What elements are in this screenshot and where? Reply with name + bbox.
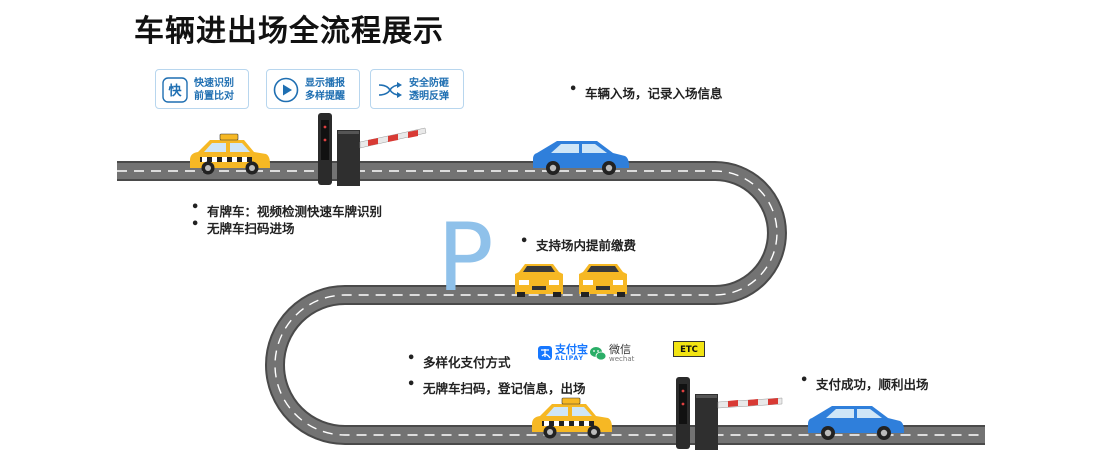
- entry-gate: [318, 113, 427, 186]
- feature-fast-recognition: 快 快速识别 前置比对: [155, 69, 249, 109]
- feature-text: 快速识别 前置比对: [194, 77, 234, 103]
- parked-taxi-1: [515, 264, 563, 297]
- feature-line: 快速识别: [194, 78, 234, 89]
- parking-letter: P: [437, 204, 494, 313]
- feature-line: 显示播报: [305, 78, 345, 89]
- feature-line: 透明反弹: [409, 91, 449, 102]
- step-plate-detect: 有牌车：视频检测快速车牌识别: [191, 200, 382, 220]
- shuffle-icon: [378, 82, 402, 98]
- alipay-icon: [538, 346, 552, 360]
- feature-anti-smash: 安全防砸 透明反弹: [370, 69, 464, 109]
- alipay-label: 支付宝 ALIPAY: [555, 344, 588, 363]
- alipay-sub: ALIPAY: [555, 355, 584, 362]
- taxi-entering: [190, 133, 270, 175]
- taxi-exiting: [532, 397, 612, 439]
- car-exiting: [808, 406, 904, 440]
- feature-text: 显示播报 多样提醒: [305, 77, 345, 103]
- winding-road: [117, 161, 985, 445]
- feature-line: 安全防砸: [409, 78, 449, 89]
- etc-badge: ETC: [673, 341, 705, 357]
- step-no-plate-entry: 无牌车扫码进场: [191, 217, 294, 237]
- feature-line: 多样提醒: [305, 91, 345, 102]
- step-prepay: 支持场内提前缴费: [520, 234, 636, 254]
- step-entry-record: 车辆入场，记录入场信息: [569, 82, 722, 102]
- exit-gate: [676, 377, 783, 450]
- step-exit-success: 支付成功，顺利出场: [800, 373, 928, 393]
- wechat-pay-icon: [590, 347, 607, 361]
- wechat-label: 微信 wechat: [609, 344, 634, 363]
- feature-icon-text: 快: [168, 83, 182, 99]
- car-entered: [533, 141, 629, 175]
- step-no-plate-exit: 无牌车扫码，登记信息，出场: [407, 377, 585, 397]
- play-icon: [273, 77, 299, 103]
- alipay-name: 支付宝: [555, 343, 588, 356]
- feature-display-broadcast: 显示播报 多样提醒: [266, 69, 360, 109]
- wechat-sub: wechat: [609, 355, 635, 363]
- feature-text: 安全防砸 透明反弹: [409, 77, 449, 103]
- lightning-icon: 快: [162, 77, 188, 103]
- feature-line: 前置比对: [194, 91, 234, 102]
- page-title: 车辆进出场全流程展示: [134, 14, 444, 49]
- parked-taxi-2: [579, 264, 627, 297]
- wechat-name: 微信: [609, 343, 631, 356]
- step-pay-methods: 多样化支付方式: [407, 351, 510, 371]
